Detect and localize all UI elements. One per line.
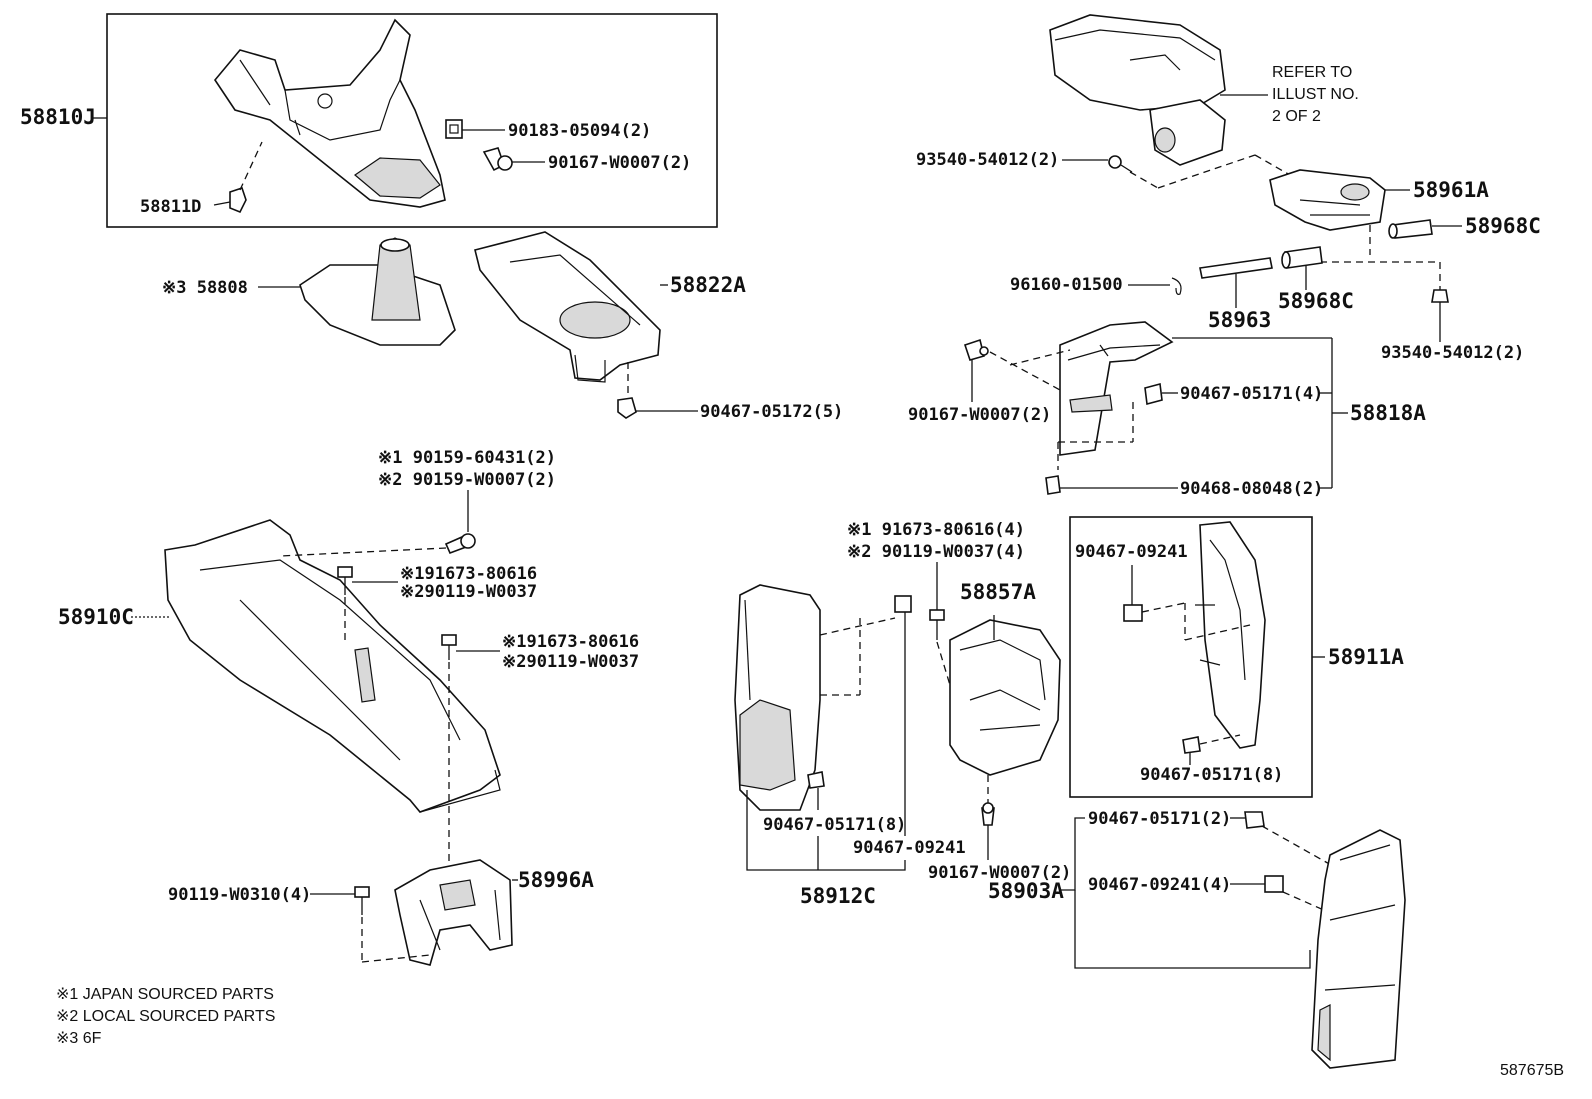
label-58810J: 58810J xyxy=(20,105,96,129)
part-90468-clip[interactable] xyxy=(1045,475,1061,495)
label-90468-08048: 90468-08048(2) xyxy=(1180,479,1323,499)
part-58810J-shift-bezel[interactable] xyxy=(214,18,446,208)
label-58996A: 58996A xyxy=(518,868,594,892)
label-93540-54012-a: 93540-54012(2) xyxy=(916,150,1059,170)
part-58961A-hinge[interactable] xyxy=(1269,169,1386,231)
part-90467-05171-clip-b[interactable] xyxy=(1182,736,1201,754)
label-90467-05172: 90467-05172(5) xyxy=(700,402,843,422)
label-58818A: 58818A xyxy=(1350,401,1426,425)
label-96160-01500: 96160-01500 xyxy=(1010,275,1123,295)
label-90467-05171-8-b: 90467-05171(8) xyxy=(1140,765,1283,785)
part-90119-W0310-bolt[interactable] xyxy=(354,886,370,915)
part-90167-screw-top[interactable] xyxy=(482,147,513,172)
part-58818A-bracket[interactable] xyxy=(1059,321,1174,456)
label-90167-W0007-top: 90167-W0007(2) xyxy=(548,153,691,173)
label-90467-05171-2: 90467-05171(2) xyxy=(1088,809,1231,829)
part-91673-bolt-b[interactable] xyxy=(441,634,457,660)
part-58968C-bushing-right[interactable] xyxy=(1388,219,1433,239)
label-58910C: 58910C xyxy=(58,605,134,629)
part-58808-shift-boot[interactable] xyxy=(299,237,456,346)
note-japan-sourced: ※1 JAPAN SOURCED PARTS xyxy=(56,986,274,1003)
label-58811D: 58811D xyxy=(140,197,201,217)
label-58822A: 58822A xyxy=(670,273,746,297)
part-58910C-console-body[interactable] xyxy=(164,519,501,813)
part-58911A-side-panel[interactable] xyxy=(1195,521,1266,749)
part-58968C-bushing-left[interactable] xyxy=(1281,246,1323,269)
part-58903A-rear-panel[interactable] xyxy=(1311,829,1406,1069)
note-6f: ※3 6F xyxy=(56,1030,102,1047)
label-58968C-left: 58968C xyxy=(1278,289,1354,313)
label-90167-W0007-bottom: 90167-W0007(2) xyxy=(928,863,1071,883)
part-90467-09241-clip-a[interactable] xyxy=(894,595,912,613)
part-93540-screw-b[interactable] xyxy=(1431,289,1449,312)
part-58963-pin[interactable] xyxy=(1199,257,1273,279)
label-90467-09241-a: 90467-09241 xyxy=(853,838,966,858)
label-90467-05171-8-a: 90467-05171(8) xyxy=(763,815,906,835)
part-90467-05171-clip-a[interactable] xyxy=(807,771,825,789)
refer-line-3: 2 OF 2 xyxy=(1272,108,1321,125)
label-91673-80616-a: ※191673-80616 xyxy=(400,564,537,584)
part-90467-05171-clip-d[interactable] xyxy=(1144,382,1163,406)
part-90167-screw-mid[interactable] xyxy=(963,338,989,361)
label-90119-W0037-b: ※290119-W0037 xyxy=(502,652,639,672)
part-58857A-bracket[interactable] xyxy=(949,615,1061,776)
part-90467-05172-clip[interactable] xyxy=(617,397,637,419)
label-90167-W0007-mid: 90167-W0007(2) xyxy=(908,405,1051,425)
group-box-58810J xyxy=(106,13,718,228)
part-93540-screw-a[interactable] xyxy=(1108,155,1133,173)
part-armrest-lid[interactable] xyxy=(1049,14,1226,166)
part-58822A-console-tray[interactable] xyxy=(474,231,661,383)
note-local-sourced: ※2 LOCAL SOURCED PARTS xyxy=(56,1008,275,1025)
part-58811D-clip[interactable] xyxy=(229,186,247,214)
label-58911A: 58911A xyxy=(1328,645,1404,669)
part-91673-bolt-c[interactable] xyxy=(929,609,945,640)
part-91673-bolt-a[interactable] xyxy=(337,566,353,595)
refer-line-1: REFER TO xyxy=(1272,64,1352,81)
label-58808: ※3 58808 xyxy=(162,278,248,298)
part-90467-09241-clip-c[interactable] xyxy=(1264,875,1284,893)
label-58968C-right: 58968C xyxy=(1465,214,1541,238)
part-58912C-side-panel[interactable] xyxy=(734,584,821,811)
part-90159-screw[interactable] xyxy=(444,533,476,555)
refer-line-2: ILLUST NO. xyxy=(1272,86,1359,103)
label-91673-80616-b: ※191673-80616 xyxy=(502,632,639,652)
part-90183-nut[interactable] xyxy=(445,119,463,139)
label-91673-80616-4: ※1 91673-80616(4) xyxy=(847,520,1025,540)
label-90467-05171-4: 90467-05171(4) xyxy=(1180,384,1323,404)
label-58857A: 58857A xyxy=(960,580,1036,604)
part-58996A-bracket[interactable] xyxy=(394,859,513,966)
label-58961A: 58961A xyxy=(1413,178,1489,202)
label-93540-54012-b: 93540-54012(2) xyxy=(1381,343,1524,363)
label-58963: 58963 xyxy=(1208,308,1271,332)
part-90167-screw-bottom[interactable] xyxy=(981,802,995,826)
label-58903A: 58903A xyxy=(988,879,1064,903)
label-90119-W0037-a: ※290119-W0037 xyxy=(400,582,537,602)
part-90467-09241-clip-b[interactable] xyxy=(1123,604,1143,622)
diagram-id: 587675B xyxy=(1500,1062,1564,1079)
part-96160-clip[interactable] xyxy=(1171,277,1182,295)
label-90159-60431: ※1 90159-60431(2) xyxy=(378,448,556,468)
label-90183-05094: 90183-05094(2) xyxy=(508,121,651,141)
label-90467-09241-b: 90467-09241 xyxy=(1075,542,1188,562)
label-90119-W0037-4: ※2 90119-W0037(4) xyxy=(847,542,1025,562)
label-90159-W0007: ※2 90159-W0007(2) xyxy=(378,470,556,490)
label-90119-W0310: 90119-W0310(4) xyxy=(168,885,311,905)
part-90467-05171-clip-c[interactable] xyxy=(1244,811,1265,829)
label-58912C: 58912C xyxy=(800,884,876,908)
label-90467-09241-4: 90467-09241(4) xyxy=(1088,875,1231,895)
